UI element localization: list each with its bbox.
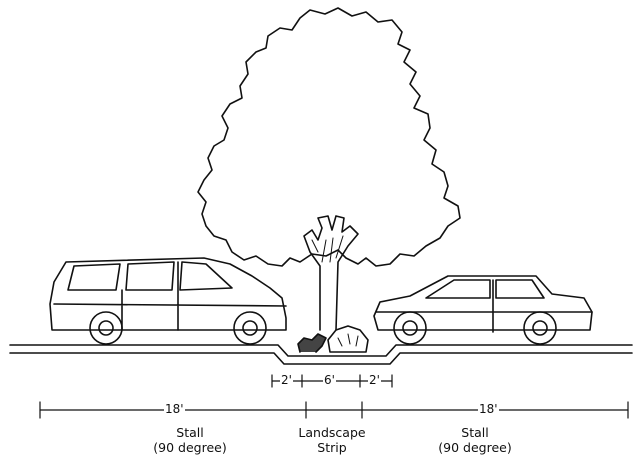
strip-buffer-left-dimension: 2' (280, 373, 293, 387)
shrub-right-detail (337, 333, 359, 347)
tree-canopy (197, 7, 461, 267)
minivan-body (49, 257, 287, 331)
landscape-strip-label-line1: Landscape (298, 425, 366, 440)
right-stall-label-line2: (90 degree) (438, 440, 512, 455)
minivan-front-hub (242, 320, 258, 336)
sedan-door-lines (375, 279, 593, 333)
landscape-strip-label-line2: Strip (317, 440, 347, 455)
minivan-windows (67, 261, 233, 291)
sedan-front-hub (402, 320, 418, 336)
left-stall-label-line1: Stall (176, 425, 204, 440)
shrub-left (297, 333, 327, 353)
strip-buffer-right-dimension: 2' (368, 373, 381, 387)
left-stall-label-line2: (90 degree) (153, 440, 227, 455)
strip-center-dimension: 6' (323, 373, 336, 387)
minivan-rear-wheel (89, 311, 123, 345)
sedan-body (373, 275, 593, 331)
minivan-rear-hub (98, 320, 114, 336)
shrub-right (327, 325, 369, 353)
tree-trunk (303, 215, 359, 331)
left-stall-label: Stall (90 degree) (140, 425, 240, 455)
minivan-door-lines (53, 261, 287, 331)
right-stall-dimension: 18' (478, 402, 499, 416)
right-stall-label-line1: Stall (461, 425, 489, 440)
ground-line-bottom (9, 352, 633, 365)
tree-branch-lines (311, 235, 344, 263)
sedan-rear-wheel (523, 311, 557, 345)
minivan (49, 257, 287, 345)
right-stall-label: Stall (90 degree) (425, 425, 525, 455)
sedan-windows (425, 279, 545, 299)
stall-dimension-line (39, 401, 629, 419)
sedan-rear-hub (532, 320, 548, 336)
left-stall-dimension: 18' (164, 402, 185, 416)
landscape-strip-label: Landscape Strip (284, 425, 380, 455)
minivan-front-wheel (233, 311, 267, 345)
sedan (373, 275, 593, 345)
ground-line-top (9, 344, 633, 357)
sedan-front-wheel (393, 311, 427, 345)
